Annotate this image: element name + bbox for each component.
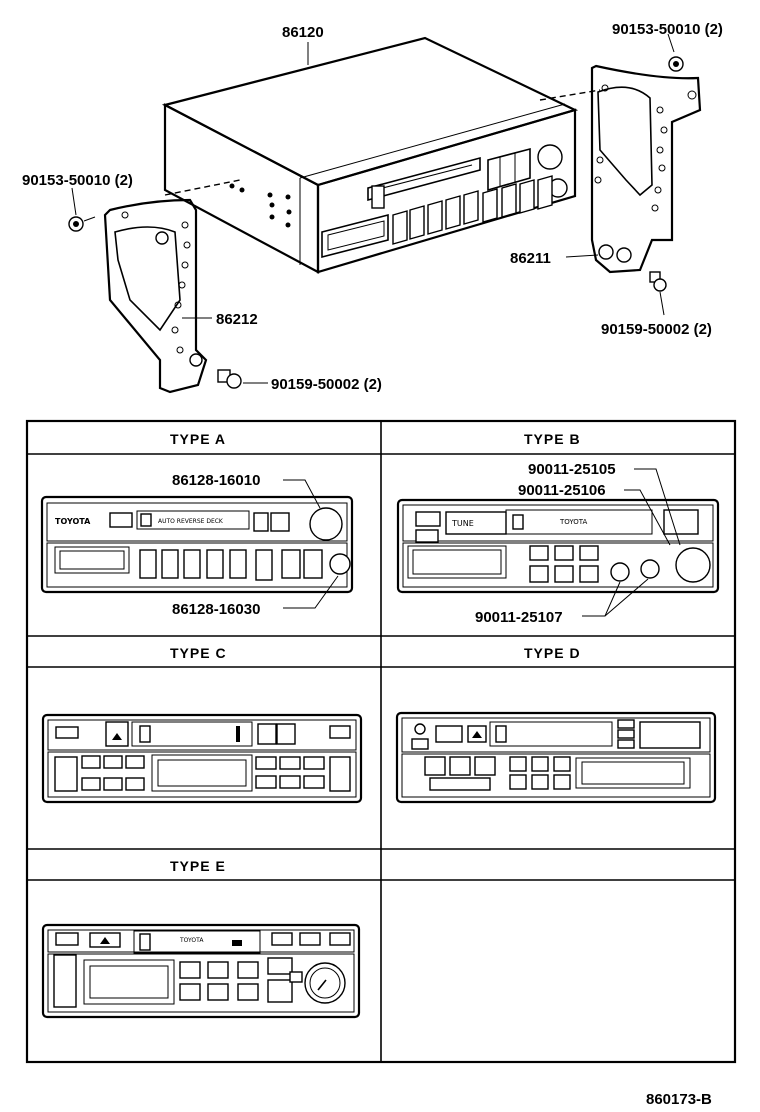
- bolt-icon: [649, 271, 667, 292]
- figure-code: 860173-B: [646, 1091, 712, 1108]
- tune-label: TUNE: [451, 519, 474, 528]
- left-bracket-86212: [103, 198, 208, 394]
- radio-assembly-drawing: [161, 36, 601, 274]
- brand-label: TOYOTA: [559, 518, 588, 526]
- type-c-faceplate: [41, 713, 363, 804]
- header-type-e: TYPE E: [170, 858, 226, 874]
- brand-label: TOYOTA: [179, 937, 204, 944]
- deck-label: AUTO REVERSE DECK: [158, 518, 224, 525]
- screw-icon: [667, 33, 684, 72]
- label-86128-16030: 86128-16030: [172, 601, 260, 618]
- label-90153-top: 90153-50010 (2): [612, 21, 723, 38]
- header-type-a: TYPE A: [170, 431, 226, 447]
- type-table: [25, 419, 737, 1064]
- type-b-faceplate: TUNE TOYOTA: [396, 498, 720, 594]
- header-type-b: TYPE B: [524, 431, 581, 447]
- label-86128-16010: 86128-16010: [172, 472, 260, 489]
- label-90159-right: 90159-50002 (2): [601, 321, 712, 338]
- header-type-d: TYPE D: [524, 645, 581, 661]
- bolt-icon: [217, 369, 242, 389]
- label-90011-25105: 90011-25105: [528, 461, 616, 478]
- label-86120: 86120: [282, 24, 324, 41]
- label-90011-25106: 90011-25106: [518, 482, 606, 499]
- label-86211: 86211: [510, 250, 551, 267]
- right-bracket-86211: [590, 64, 702, 274]
- type-e-faceplate: TOYOTA: [41, 923, 361, 1019]
- screw-icon: [68, 187, 96, 232]
- label-90153-left: 90153-50010 (2): [22, 172, 133, 189]
- header-type-c: TYPE C: [170, 645, 227, 661]
- label-86212: 86212: [216, 311, 258, 328]
- label-90011-25107: 90011-25107: [475, 609, 563, 626]
- front-button-row: [392, 175, 553, 245]
- label-90159-left: 90159-50002 (2): [271, 376, 382, 393]
- type-a-faceplate: TOYOTA AUTO REVERSE DECK: [40, 495, 354, 594]
- brand-label: TOYOTA: [55, 517, 91, 526]
- type-d-faceplate: [395, 711, 717, 804]
